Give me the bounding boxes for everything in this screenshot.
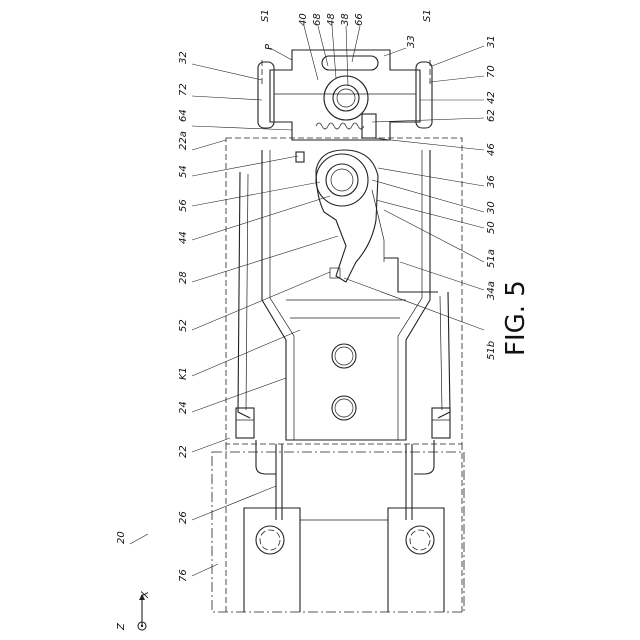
label-70: 70: [486, 65, 497, 78]
label-33: 33: [406, 35, 417, 48]
label-s1-right: S1: [422, 9, 433, 22]
label-38: 38: [340, 13, 351, 26]
label-26: 26: [178, 511, 189, 524]
label-24: 24: [178, 401, 189, 414]
label-51a: 51a: [486, 249, 497, 268]
slot: [322, 56, 378, 70]
axis-indicator: X Z: [116, 590, 151, 631]
label-30: 30: [486, 201, 497, 214]
label-72: 72: [178, 83, 189, 96]
reference-numerals: S1 S1 P 40 68 48 38 66 33 31 32 70 72 42…: [116, 9, 497, 582]
figure-caption: FIG. 5: [501, 280, 531, 356]
lower-strap: [244, 440, 444, 612]
label-64: 64: [178, 109, 189, 122]
top-cap: [258, 50, 432, 140]
label-22: 22: [178, 445, 189, 458]
label-76: 76: [178, 569, 189, 582]
label-48: 48: [326, 13, 337, 26]
label-42: 42: [486, 91, 497, 104]
label-54: 54: [178, 165, 189, 178]
axis-x-label: X: [140, 590, 151, 599]
leader-lines: [130, 26, 484, 576]
label-50: 50: [486, 221, 497, 234]
label-20: 20: [116, 531, 127, 544]
label-k1: K1: [178, 367, 189, 380]
stop-block: [362, 114, 376, 138]
label-66: 66: [354, 13, 365, 26]
upper-pivot: [324, 76, 368, 120]
label-44: 44: [178, 231, 189, 244]
label-52: 52: [178, 319, 189, 332]
label-22a: 22a: [178, 131, 189, 150]
body-hole-upper: [332, 344, 356, 368]
latch-block-right: [432, 408, 450, 438]
label-68: 68: [312, 13, 323, 26]
label-56: 56: [178, 199, 189, 212]
lever-stop: [296, 152, 304, 162]
label-36: 36: [486, 175, 497, 188]
label-62: 62: [486, 109, 497, 122]
label-31: 31: [486, 35, 497, 48]
label-51b: 51b: [486, 341, 497, 360]
label-40: 40: [298, 13, 309, 26]
main-body: [262, 150, 430, 440]
label-34a: 34a: [486, 281, 497, 300]
label-32: 32: [178, 51, 189, 64]
axis-z-label: Z: [116, 622, 127, 631]
lever: [296, 150, 384, 282]
left-knob: [258, 62, 274, 128]
label-s1-left: S1: [260, 9, 271, 22]
body-hole-lower: [332, 396, 356, 420]
housing-outline: [212, 138, 464, 612]
label-46: 46: [486, 143, 497, 156]
label-28: 28: [178, 271, 189, 284]
coil-spring: [316, 123, 364, 129]
label-p: P: [264, 43, 275, 50]
